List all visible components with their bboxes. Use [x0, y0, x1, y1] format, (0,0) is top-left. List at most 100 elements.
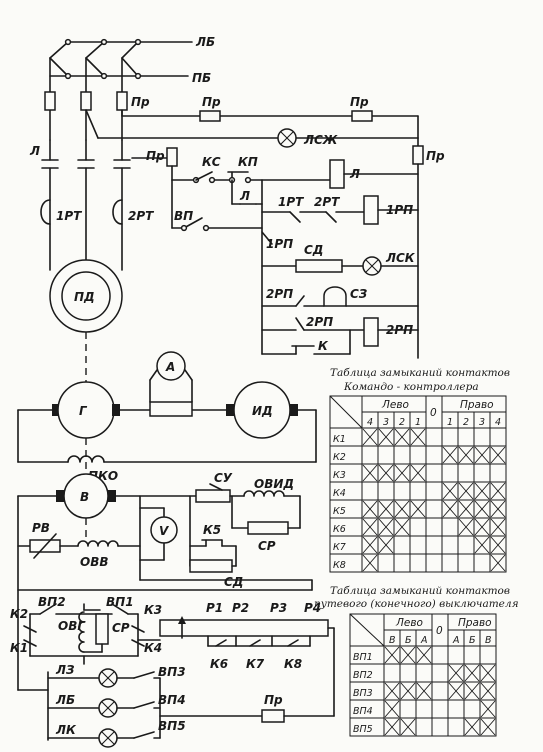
label-vp: ВП: [174, 209, 193, 223]
sw-c-bot: [121, 57, 139, 77]
label-1rp-contact: 1РП: [266, 237, 293, 251]
resistor-sr-top: [247, 521, 289, 535]
winding-ovg: [78, 611, 85, 653]
table2-closed-mark: [400, 646, 416, 664]
node: [180, 224, 188, 232]
label-pr-bottom: Пр: [264, 693, 283, 707]
table1-closed-mark: [362, 428, 378, 446]
contact-2rp-b: [295, 317, 305, 331]
node: [64, 72, 72, 80]
table2-col-header: А: [420, 635, 428, 646]
table2-closed-mark: [464, 718, 480, 736]
brush: [226, 404, 234, 416]
label-volt: V: [159, 524, 170, 538]
label-kp: КП: [238, 155, 258, 169]
label-pr-ctrl-right: Пр: [426, 149, 445, 163]
table2-closed-mark: [400, 718, 416, 736]
table1-closed-mark: [490, 500, 506, 518]
label-su: СУ: [214, 471, 233, 485]
fuse-bottom: [261, 709, 285, 723]
table1-closed-mark: [378, 500, 394, 518]
winding-ovid: [243, 490, 285, 497]
label-p1: Р1: [206, 601, 223, 615]
table2-closed-mark: [384, 718, 400, 736]
sw-a-bot: [49, 57, 69, 77]
label-p3: Р3: [270, 601, 287, 615]
brush: [290, 404, 298, 416]
table1-closed-mark: [378, 518, 394, 536]
table1-row-name: К4: [333, 488, 346, 499]
label-ovv: ОВВ: [80, 555, 109, 569]
table1-closed-mark: [474, 482, 490, 500]
table2-closed-mark: [384, 682, 400, 700]
wire: [85, 109, 99, 139]
label-vp2: ВП2: [38, 595, 66, 609]
table1-closed-mark: [362, 464, 378, 482]
table1-title-line2: Командо - контроллера: [343, 381, 479, 393]
slider-rv: [33, 533, 57, 559]
table1-row-name: К5: [333, 506, 346, 517]
thermal-2rt: [112, 199, 123, 225]
fuse-lsg-left: [199, 110, 221, 122]
label-lz: ЛЗ: [55, 663, 75, 677]
table2-row-name: ВП1: [353, 652, 373, 663]
slider-su: [209, 483, 223, 491]
coil-l: [329, 159, 345, 189]
sw-b-bot: [85, 57, 105, 77]
contact-k2: [23, 625, 37, 633]
table1-closed-mark: [490, 482, 506, 500]
fuse-b: [80, 91, 92, 111]
label-sd-bottom: СД: [224, 575, 244, 589]
table1-corner-diagonal: [329, 395, 363, 429]
table1-closed-mark: [378, 428, 394, 446]
wire: [184, 369, 193, 381]
fuse-c: [116, 91, 128, 111]
node: [208, 176, 216, 184]
table2-closed-mark: [416, 646, 432, 664]
table2-col-header: Б: [469, 635, 476, 646]
table1-closed-mark: [442, 482, 458, 500]
brush: [52, 404, 60, 416]
table2-left-header: Лево: [395, 617, 423, 629]
label-1rt-contact: 1РТ: [278, 195, 304, 209]
node: [100, 72, 108, 80]
table1-closed-mark: [378, 536, 394, 554]
contact-vp5: [133, 731, 155, 739]
node: [64, 38, 72, 46]
contact-vp4: [133, 701, 155, 709]
table1-closed-mark: [394, 500, 410, 518]
coil-1rp: [363, 195, 379, 225]
label-k7: К7: [246, 657, 265, 671]
table1-row-name: К2: [333, 452, 346, 463]
table2-closed-mark: [448, 682, 464, 700]
control-section: Пр ЛСЖ Пр Пр Пр КС КП Л: [85, 95, 445, 359]
label-pr-main: Пр: [131, 95, 150, 109]
table2-col-header: А: [452, 635, 460, 646]
table2-closed-mark: [480, 664, 496, 682]
contact-table-controller: Таблица замыканий контактов Командо - ко…: [329, 367, 510, 573]
label-2rp-a: 2РП: [266, 287, 293, 301]
label-ovg: ОВГ: [58, 619, 86, 633]
table1-col-header: 4: [495, 417, 501, 428]
table1-row-name: К7: [333, 542, 346, 553]
contact-k8: [287, 639, 299, 647]
table1-closed-mark: [378, 464, 394, 482]
label-sd-top: СД: [304, 243, 324, 257]
node: [202, 224, 210, 232]
button-ks: [195, 171, 213, 181]
table1-col-header: 2: [463, 417, 469, 428]
label-lsg: ЛСЖ: [303, 133, 338, 147]
label-lb-lamp: ЛБ: [55, 693, 75, 707]
table1-row-name: К6: [333, 524, 346, 535]
table2-closed-mark: [400, 682, 416, 700]
contact-vp2: [39, 603, 57, 615]
mains-section: ЛБ ПБ Пр Л 1РТ 2РТ ПД: [29, 35, 215, 382]
table1-closed-mark: [474, 518, 490, 536]
table1-closed-mark: [362, 554, 378, 572]
contact-k7: [249, 639, 261, 647]
generator-section: Г А ИД ПКО В СУ: [17, 351, 317, 691]
sw-b-top: [85, 41, 105, 59]
table1-closed-mark: [362, 500, 378, 518]
label-pd: ПД: [74, 290, 95, 304]
